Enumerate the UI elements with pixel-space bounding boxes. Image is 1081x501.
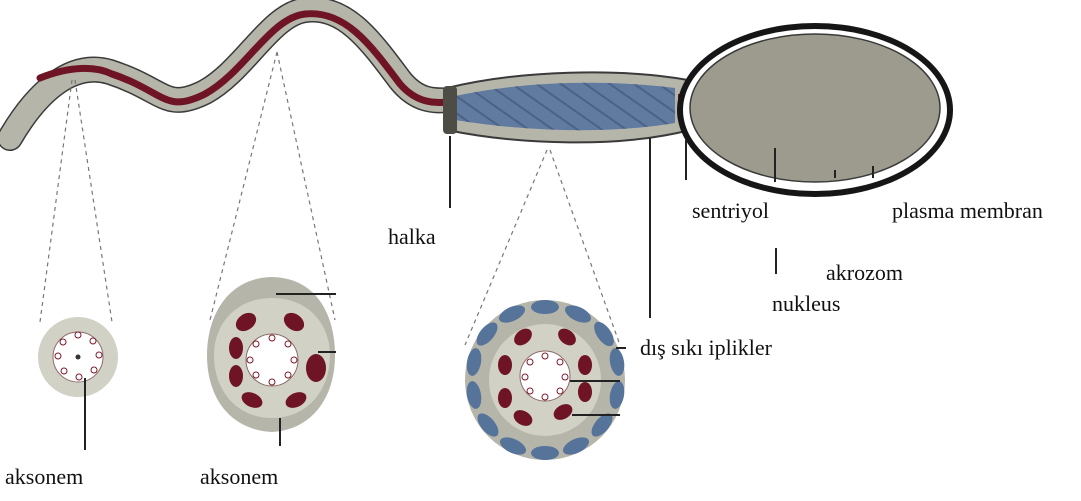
annulus-ring [443, 86, 457, 134]
label-sentriyol: sentriyol [692, 200, 769, 222]
cross-section-midpiece-outer [207, 277, 336, 446]
sperm-head [677, 23, 953, 197]
cross-section-principal [38, 317, 118, 450]
label-plasma-membran: plasma membran [892, 200, 1043, 222]
label-akrozom: akrozom [826, 262, 903, 284]
label-halka: halka [388, 226, 436, 248]
cross-section-midpiece-mitochondria [465, 300, 627, 460]
label-nukleus: nukleus [772, 293, 840, 315]
midpiece [443, 72, 692, 142]
label-aksonem-2: aksonem [200, 466, 278, 488]
label-aksonem-1: aksonem [5, 466, 83, 488]
label-dis-siki-iplikler: dış sıkı iplikler [640, 337, 772, 359]
tail [10, 10, 455, 138]
